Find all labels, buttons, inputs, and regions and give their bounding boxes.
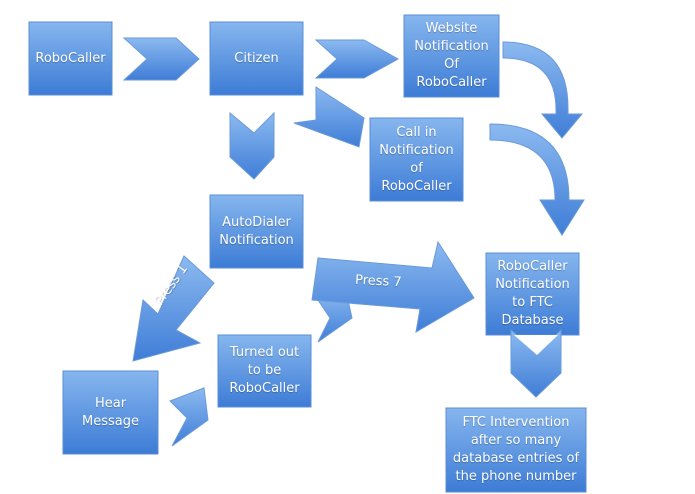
label-website-line1: Website	[425, 21, 478, 36]
arrow-hear-to-turned	[169, 387, 209, 447]
label-intervention: FTC Intervention after so many database …	[446, 408, 586, 492]
edge-label-press7: Press 7	[354, 272, 402, 291]
box-callin	[369, 117, 464, 202]
label-ftcdb-line3: to FTC	[512, 295, 553, 310]
label-robocaller: RoboCaller	[29, 22, 112, 95]
label-citizen-text: Citizen	[234, 50, 279, 66]
box-citizen	[209, 21, 304, 96]
label-ftcdb-line2: Notification	[495, 277, 570, 292]
arrow-press7	[311, 240, 475, 333]
label-callin: Call in Notification of RoboCaller	[370, 118, 463, 201]
box-autodialer	[209, 194, 304, 269]
label-intervention-line2: after so many	[470, 433, 562, 448]
label-intervention-line1: FTC Intervention	[462, 415, 570, 430]
arrow-press1	[132, 255, 215, 362]
label-callin-line2: Notification	[379, 142, 454, 158]
arrow-citizen-to-autodialer	[229, 111, 275, 180]
label-callin-line1: Call in	[396, 124, 437, 140]
label-autodialer-line2: Notification	[219, 232, 294, 248]
label-autodialer: AutoDialer Notification	[210, 195, 303, 268]
label-turned: Turned out to be RoboCaller	[218, 335, 311, 407]
label-callin-line4: RoboCaller	[381, 178, 452, 194]
label-autodialer-line1: AutoDialer	[222, 214, 291, 230]
arrow-callin-to-ftcdb	[489, 123, 585, 236]
arrow-website-to-ftcdb	[502, 41, 584, 139]
arrow-ftcdb-notch	[514, 335, 558, 355]
label-robocaller-text: RoboCaller	[35, 50, 106, 66]
arrow-citizen-to-website	[314, 39, 400, 79]
label-hear-line1: Hear	[94, 395, 127, 411]
label-hear-line2: Message	[82, 413, 139, 429]
box-intervention	[445, 407, 587, 493]
box-robocaller	[28, 21, 113, 96]
label-ftcdb-line1: RoboCaller	[497, 259, 568, 274]
label-website-line4: RoboCaller	[416, 75, 487, 90]
label-ftcdb-line4: Database	[501, 313, 564, 328]
label-callin-line3: of	[410, 160, 423, 176]
label-turned-line1: Turned out	[229, 345, 300, 360]
label-turned-line2: to be	[247, 363, 282, 378]
box-hear	[62, 370, 159, 455]
box-ftcdb	[485, 252, 580, 336]
label-ftcdb: RoboCaller Notification to FTC Database	[486, 253, 579, 335]
label-hear: Hear Message	[63, 371, 158, 454]
label-intervention-line3: database entries of	[452, 451, 580, 466]
label-intervention-line4: the phone number	[455, 469, 577, 484]
box-turned	[217, 334, 312, 408]
arrow-citizen-to-callin	[293, 86, 365, 148]
box-website	[403, 14, 500, 98]
label-website-line2: Notification	[414, 39, 489, 54]
label-website-line3: Of	[444, 57, 459, 72]
label-turned-line3: RoboCaller	[229, 381, 300, 396]
label-citizen: Citizen	[210, 22, 303, 95]
arrow-robocaller-to-citizen	[122, 37, 200, 81]
label-website: Website Notification Of RoboCaller	[404, 15, 499, 97]
